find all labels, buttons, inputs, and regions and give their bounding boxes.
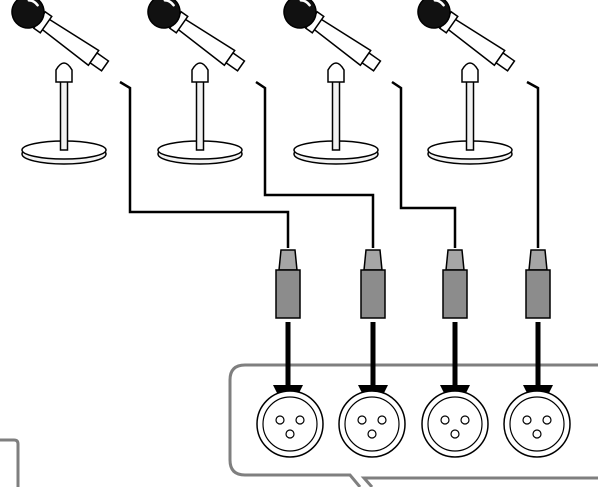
mic-highlight xyxy=(163,0,175,7)
mic-highlight xyxy=(433,0,445,7)
xlr-plug-1 xyxy=(275,249,301,319)
jack-inner-ring xyxy=(427,396,483,452)
cable-4 xyxy=(526,80,540,248)
mic-holder xyxy=(327,62,345,83)
mic-stand-pole xyxy=(331,77,341,151)
plug-body xyxy=(360,269,386,319)
jack-pin xyxy=(285,429,295,439)
jack-pin xyxy=(542,415,552,425)
xlr-plug-3 xyxy=(442,249,468,319)
jack-pin xyxy=(367,429,377,439)
plug-body xyxy=(442,269,468,319)
mic-holder xyxy=(55,62,73,83)
jack-pin xyxy=(440,415,450,425)
mic-body xyxy=(283,0,382,72)
xlr-plug-2 xyxy=(360,249,386,319)
partial-box-outline xyxy=(0,438,20,487)
cable-3 xyxy=(391,80,457,248)
plug-body xyxy=(525,269,551,319)
plug-body xyxy=(275,269,301,319)
jack-pin xyxy=(532,429,542,439)
jack-pin xyxy=(522,415,532,425)
jack-inner-ring xyxy=(262,396,318,452)
microphone-3 xyxy=(283,0,382,165)
mixer-panel-outline xyxy=(228,363,598,487)
microphone-4 xyxy=(417,0,516,165)
mic-tail xyxy=(225,51,246,72)
jack-pin xyxy=(357,415,367,425)
jack-pin xyxy=(450,429,460,439)
mic-stand-pole xyxy=(195,77,205,151)
xlr-input-3 xyxy=(421,390,489,458)
plug-boot xyxy=(278,249,298,271)
mic-highlight xyxy=(27,0,39,7)
cable-group xyxy=(119,80,540,248)
plug-boot xyxy=(445,249,465,271)
mic-highlight xyxy=(299,0,311,7)
jack-inner-ring xyxy=(344,396,400,452)
cable-1 xyxy=(119,80,290,248)
mic-tail xyxy=(361,51,382,72)
jack-pin xyxy=(460,415,470,425)
microphone-1 xyxy=(11,0,110,165)
mic-stand-pole xyxy=(465,77,475,151)
xlr-input-1 xyxy=(256,390,324,458)
xlr-input-4 xyxy=(503,390,571,458)
jack-pin xyxy=(295,415,305,425)
plug-boot xyxy=(363,249,383,271)
mixer-panel-inner-line xyxy=(360,476,598,487)
microphone-2 xyxy=(147,0,246,165)
jack-pin xyxy=(377,415,387,425)
mic-body xyxy=(147,0,246,72)
mic-body xyxy=(417,0,516,72)
mic-holder xyxy=(461,62,479,83)
xlr-input-2 xyxy=(338,390,406,458)
cable-2 xyxy=(255,80,375,248)
jack-pin xyxy=(275,415,285,425)
xlr-input-group xyxy=(256,390,571,458)
arrow-group xyxy=(273,322,553,415)
mic-holder xyxy=(191,62,209,83)
mic-tail xyxy=(495,51,516,72)
jack-inner-ring xyxy=(509,396,565,452)
mic-tail xyxy=(89,51,110,72)
mic-body xyxy=(11,0,110,72)
plug-boot xyxy=(528,249,548,271)
microphone-group xyxy=(11,0,516,165)
mic-stand-pole xyxy=(59,77,69,151)
xlr-plug-group xyxy=(275,249,551,319)
xlr-plug-4 xyxy=(525,249,551,319)
